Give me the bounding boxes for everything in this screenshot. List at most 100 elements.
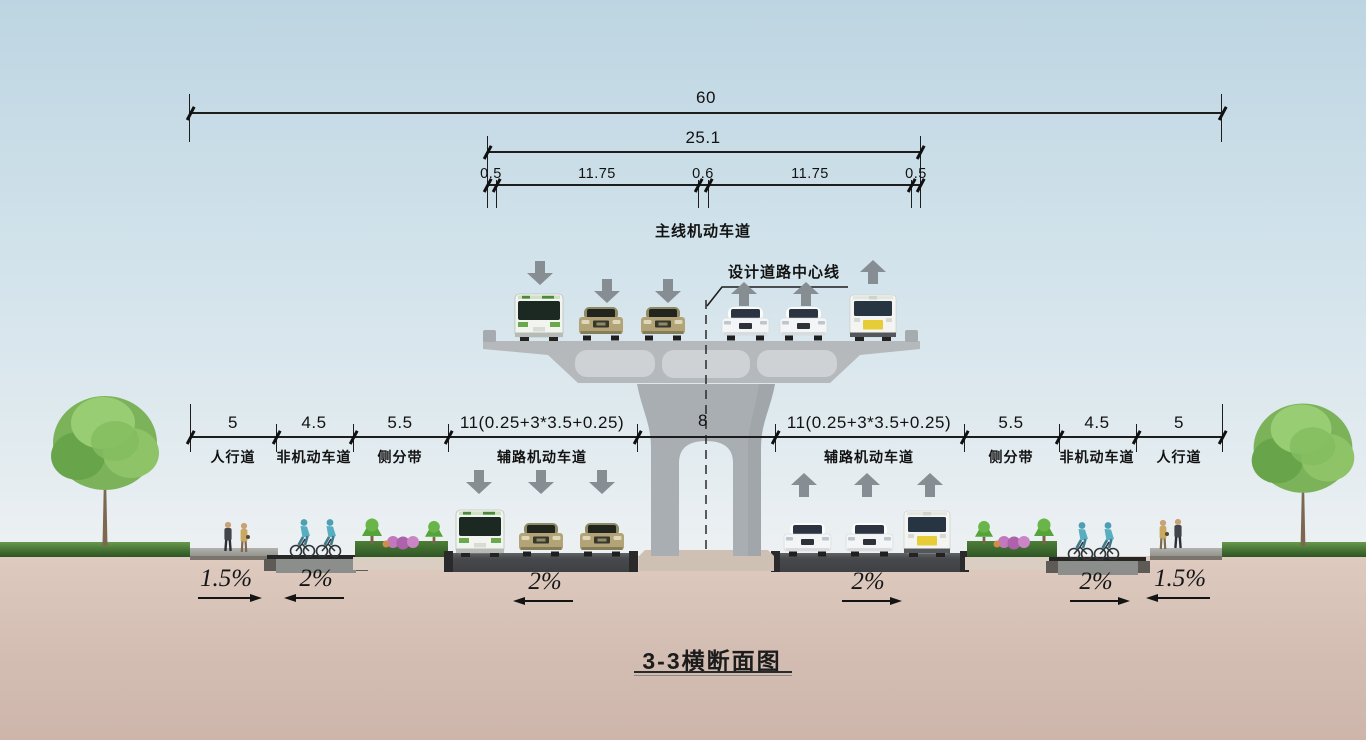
deck-arrow-down-3 [655,279,681,303]
deck-car-right-2 [779,306,828,341]
slope-line-1 [290,597,344,600]
deckseg-line [487,184,920,186]
gdim-name-8: 人行道 [1156,449,1202,465]
bike-lane-left-surface [267,555,364,559]
deck-car-left-1 [579,307,623,341]
deck-lane-label: 主线机动车道 [654,223,752,240]
slope-line-2 [519,600,573,603]
deck-arrow-up-2 [793,282,819,306]
gdim-value-2: 5.5 [387,413,413,432]
bike-lane-left-slab [276,559,356,573]
gdim-ext-0 [189,404,191,452]
girder-parapet-left [483,330,496,342]
gdim-name-2: 侧分带 [377,449,423,465]
gdim-value-8: 5 [1174,413,1184,432]
title-underline [634,671,792,674]
dim251-value: 25.1 [685,128,721,147]
aux-road-right-curb-b [960,551,969,572]
ground-arrow-down-1 [466,470,492,494]
aux-road-right-curb-a [771,551,780,572]
gdim-name-5: 辅路机动车道 [824,449,914,465]
ground-bus-left [455,509,505,558]
deckseg-value-1: 0.5 [480,166,502,182]
gdim-name-6: 侧分带 [988,449,1034,465]
ground-arrow-up-1 [791,473,817,497]
deck-bus-right [849,294,897,342]
sidewalk-right-edge [1150,556,1222,560]
grass-verge-right [1222,542,1366,557]
gdim-value-4: 8 [698,411,708,430]
pedestrians-left [223,520,252,554]
deck-bus-left [514,293,564,342]
deck-car-left-2 [641,307,685,341]
slope-label-5: 1.5% [1153,565,1207,592]
deckseg-value-4: 11.75 [791,166,829,182]
sidewalk-left-edge [190,556,278,560]
slope-arrow-0 [250,594,262,602]
planting-strip-left-base [353,557,450,570]
slope-label-4: 2% [1079,568,1113,595]
slope-arrow-3 [890,597,902,605]
aux-road-left [448,553,637,572]
slope-line-5 [1152,597,1210,600]
girder-void-1 [575,350,655,377]
ground-arrow-down-2 [528,470,554,494]
gdim-value-0: 5 [228,413,238,432]
gdim-name-3: 辅路机动车道 [497,449,587,465]
deck-arrow-up-3 [860,260,886,284]
title-underline-2 [634,675,792,676]
dim60-line [190,112,1222,114]
ground-bus-right [903,510,951,558]
centerline-leader [706,286,848,307]
sidewalk-right [1150,548,1222,556]
ground-car-left-2 [580,523,624,557]
bike-lane-right-slab [1058,561,1138,575]
deckseg-ext-1 [495,180,497,208]
gdim-ext-9 [1221,404,1223,452]
slope-label-0: 1.5% [199,565,253,592]
girder-parapet-right [905,330,918,342]
bike-lane-right-curb-b [1138,561,1150,573]
dim251-ext-left [486,136,488,208]
dim60-value: 60 [696,88,716,107]
ground-arrow-up-2 [854,473,880,497]
gdim-name-1: 非机动车道 [276,449,352,465]
slope-label-2: 2% [528,568,562,595]
slope-arrow-1 [284,594,296,602]
aux-road-left-curb-b [629,551,638,572]
dim60-ext-right [1221,94,1223,142]
ground-car-right-1 [783,522,832,557]
bike-lane-left-curb-a [264,559,276,571]
deckseg-value-3: 0.6 [692,166,714,182]
slope-line-3 [842,600,896,603]
deckseg-ext-2 [697,180,699,208]
gdim-value-6: 5.5 [998,413,1024,432]
tree-right [1251,403,1355,546]
ground-arrow-down-3 [589,470,615,494]
grass-verge-left [0,542,190,557]
gdim-value-7: 4.5 [1084,413,1110,432]
deck-arrow-up-1 [731,282,757,306]
deck-car-right-1 [721,306,770,341]
aux-road-left-curb-a [444,551,453,572]
ground-car-right-2 [845,522,894,557]
gdim-value-3: 11(0.25+3*3.5+0.25) [459,413,625,432]
ground-dim-line [190,436,1222,438]
gdim-name-7: 非机动车道 [1059,449,1135,465]
slope-label-1: 2% [299,565,333,592]
figure-title: 3-3横断面图 [642,648,782,674]
gdim-name-0: 人行道 [210,449,256,465]
slope-line-0 [198,597,256,600]
slope-arrow-4 [1118,597,1130,605]
centerline-label: 设计道路中心线 [727,264,841,281]
shrubs-left [362,518,443,550]
earth-ground [0,556,1366,740]
dim251-line [487,151,920,153]
tree-left [51,396,159,546]
aux-road-right [775,553,964,572]
dim251-ext-right [919,136,921,208]
slope-arrow-5 [1146,594,1158,602]
slope-arrow-2 [513,597,525,605]
slope-label-3: 2% [851,568,885,595]
